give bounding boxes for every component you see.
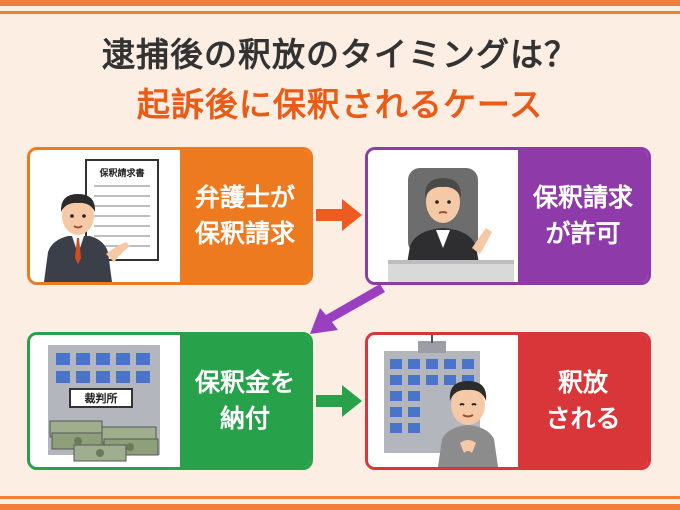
- lawyer-illustration: 保釈請求書: [30, 150, 180, 282]
- step-label-line1: 弁護士が: [194, 183, 295, 212]
- step-label-line1: 保釈請求: [532, 183, 633, 212]
- top-stripe: [0, 0, 680, 6]
- step-label-line2: される: [545, 404, 621, 433]
- step-label: 釈放 される: [518, 335, 648, 467]
- step-card-pay-bail: 裁判所 保釈金を 納付: [27, 332, 313, 470]
- arrow-down-left-icon: [310, 284, 385, 334]
- step-label-line1: 釈放: [557, 368, 608, 397]
- released-person-illustration: [368, 335, 518, 467]
- arrow-right-icon: [316, 385, 362, 417]
- page-subtitle: 起訴後に保釈されるケース: [136, 85, 544, 124]
- judge-illustration: [368, 150, 518, 282]
- step-card-bail-approved: 保釈請求 が許可: [365, 147, 651, 285]
- step-label: 保釈請求 が許可: [518, 150, 648, 282]
- step-label-line2: 保釈請求: [194, 219, 295, 248]
- document-title: 保釈請求書: [98, 167, 144, 179]
- courthouse-sign: 裁判所: [85, 391, 118, 405]
- step-label: 弁護士が 保釈請求: [180, 150, 310, 282]
- arrow-right-icon: [316, 199, 362, 231]
- bottom-stripe-thin: [0, 496, 680, 499]
- step-card-released: 釈放 される: [365, 332, 651, 470]
- page-title: 逮捕後の釈放のタイミングは？: [102, 35, 578, 74]
- top-stripe-thin: [0, 11, 680, 14]
- courthouse-money-illustration: 裁判所: [30, 335, 180, 467]
- step-label-line2: 納付: [219, 404, 270, 433]
- step-card-bail-request: 保釈請求書 弁護士が 保釈請求: [27, 147, 313, 285]
- step-label-line2: が許可: [545, 219, 621, 248]
- step-label-line1: 保釈金を: [194, 368, 295, 397]
- bottom-stripe: [0, 504, 680, 510]
- step-label: 保釈金を 納付: [180, 335, 310, 467]
